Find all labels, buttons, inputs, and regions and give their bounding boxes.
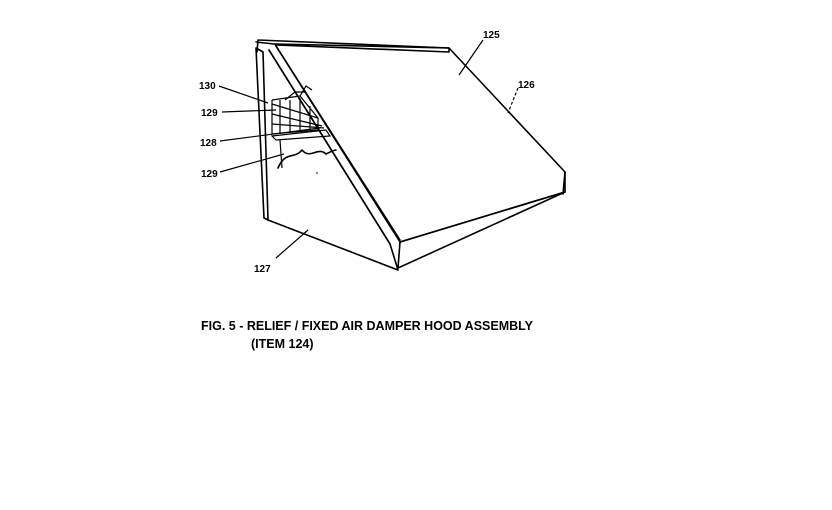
callout-129-bottom: 129 <box>201 169 218 180</box>
hood-front-lip <box>397 171 566 269</box>
caption-line-1: FIG. 5 - RELIEF / FIXED AIR DAMPER HOOD … <box>201 319 533 333</box>
flange-edge <box>255 41 275 45</box>
leader-125 <box>458 39 484 76</box>
callout-130: 130 <box>199 81 216 92</box>
leader-126 <box>507 87 519 114</box>
callout-125: 125 <box>483 30 500 41</box>
hood-side-panel <box>267 49 399 271</box>
hood-ridge-line <box>275 45 401 241</box>
small-dot <box>316 172 318 174</box>
callout-127: 127 <box>254 264 271 275</box>
leader-130 <box>218 85 269 104</box>
leader-129-bottom <box>219 153 285 173</box>
caption-line-2: (ITEM 124) <box>251 337 314 351</box>
leader-128 <box>219 127 321 142</box>
mounting-flange <box>255 39 450 221</box>
figure-caption: FIG. 5 - RELIEF / FIXED AIR DAMPER HOOD … <box>201 317 533 353</box>
callout-129-top: 129 <box>201 108 218 119</box>
damper-grille <box>270 85 332 169</box>
leader-127 <box>275 229 309 259</box>
side-cutaway-edge <box>277 149 337 169</box>
leader-129-top <box>221 109 277 113</box>
callout-128: 128 <box>200 138 217 149</box>
callout-126: 126 <box>518 80 535 91</box>
